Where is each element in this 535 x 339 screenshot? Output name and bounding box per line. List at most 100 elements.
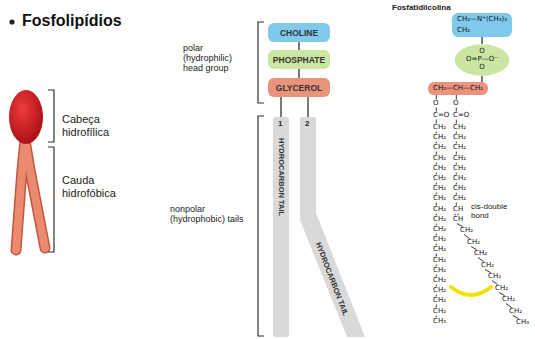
atom-label: CH₂ [509,308,522,315]
bond [436,152,437,155]
atom-label: CH₂ [495,285,508,292]
bond [464,235,470,239]
atom-label: CH₂ [433,206,446,213]
title: Fosfolipídios [22,12,122,30]
atom-label: CH₂ [453,124,466,131]
atom-label: CH₂ [453,185,466,192]
atom-label: CH₂ [433,308,446,315]
atom-label: CH₂ [433,124,446,131]
bracket [258,116,264,336]
atom-label: CH₂ [433,155,446,162]
tail-label: HYDROCARBON TAIL [314,241,350,317]
atom-label: CH₂ [453,155,466,162]
bond [492,281,498,285]
bond [506,304,512,308]
atom-label: CH₂ [481,262,494,269]
bond [478,258,484,262]
annotation-label: cis-double bond [471,202,517,220]
atom-label: CH [453,216,463,223]
bond [436,254,437,257]
node-label: PHOSPHATE [273,55,325,65]
node-label: CH₂ [457,27,507,34]
atom-label: CH₂ [433,236,446,243]
connector [298,69,299,78]
bracket [48,147,54,252]
tail-label: HYDROCARBON TAIL [277,138,286,216]
hydrocarbon-tail: HYDROCARBON TAIL [300,117,366,337]
atom-label: CH₂ [433,165,446,172]
node-label: GLYCEROL [276,83,322,93]
atom-label: CH₂ [433,144,446,151]
atom-label: CH₂ [433,287,446,294]
atom-label: CH₂ [453,134,466,141]
bond [436,203,437,206]
atom-label: CH₂ [474,250,487,257]
bond [436,305,437,308]
annotation-label: Cauda hidrofóbica [62,174,142,200]
annotation-label: Cabeça hidrofílica [62,113,142,139]
annotation-label: nonpolar (hydrophobic) tails [170,204,252,224]
bracket [258,22,264,103]
atom-label: CH₂ [453,144,466,151]
glycerol-box: GLYCEROL [268,78,330,97]
choline-box: CHOLINE [268,23,330,42]
atom-label: CH₂ [433,277,446,284]
atom-label: CH₂ [433,226,446,233]
annotation-label: 2 [305,119,309,128]
node-label: O [463,47,501,55]
bond [436,95,437,99]
bracket [48,90,54,142]
annotation-label: Fosfatidilcolina [392,3,451,12]
phospholipid-icon [9,90,45,250]
atom-label: O [453,100,459,107]
atom-label: C=O [433,112,449,119]
annotation-label: 1 [278,119,282,128]
phosphate-box: PHOSPHATE [268,50,330,69]
atom-label: CH₂ [488,273,501,280]
atom-label: CH₂ [453,165,466,172]
node-label: CH₂—CH—CH₂ [433,85,483,92]
atom-label: CH₂ [453,175,466,182]
atom-label: CH₂ [433,175,446,182]
bond [456,152,457,155]
node-label: O=P—O⁻ [463,55,501,63]
bond [456,120,457,124]
bond [456,108,457,112]
annotation-label: polar (hydrophilic) head group [183,43,253,73]
node-label: CH₂—N⁺(CH₃)₃ [457,16,507,23]
atom-label: CH₂ [433,267,446,274]
atom-label: CH₂ [433,246,446,253]
phosphate-group: OO=P—O⁻O [454,44,510,76]
node-label: O [463,63,501,71]
atom-label: CH₂ [453,195,466,202]
kink-marker [451,287,491,295]
atom-label: CH₂ [433,195,446,202]
bond [436,120,437,124]
atom-label: CH₂ [433,185,446,192]
atom-label: CH [453,206,463,213]
glycerol-group: CH₂—CH—CH₂ [428,82,488,95]
bond [456,95,457,99]
connector [481,37,482,44]
hydrocarbon-tail: HYDROCARBON TAIL [273,117,289,337]
atom-label: CH₂ [467,239,480,246]
bullet-dot [9,19,14,24]
tail-band [300,117,366,337]
connector [307,97,308,117]
atom-label: CH₂ [433,134,446,141]
atom-label: CH₃ [433,318,446,325]
atom-label: C=O [453,112,469,119]
bond [456,203,457,206]
choline-group: CH₂—N⁺(CH₃)₃ CH₂ [452,13,512,37]
atom-label: CH₂ [433,257,446,264]
atom-label: CH₂ [433,216,446,223]
atom-label: CH₃ [516,319,529,326]
connector [298,42,299,50]
atom-label: CH₂ [433,297,446,304]
atom-label: CH₂ [502,296,515,303]
connector [280,97,281,117]
bond [436,108,437,112]
atom-label: CH₂ [460,227,473,234]
atom-label: O [433,100,439,107]
